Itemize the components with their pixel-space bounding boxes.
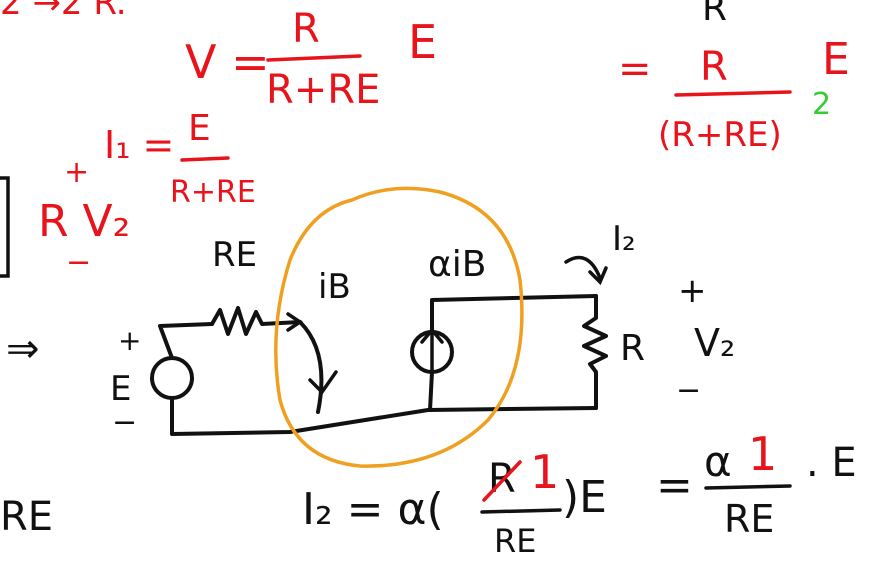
v2-minus: − xyxy=(676,373,701,408)
bottom-cross-out xyxy=(482,460,522,502)
bottom-denominator-2: RE xyxy=(724,497,774,541)
voltage-divider-equation: V = R R+RE E xyxy=(185,6,437,113)
voltage-source-symbol xyxy=(150,356,194,400)
bottom-tail: . E xyxy=(806,440,857,486)
current-fraction-bar xyxy=(180,156,230,162)
v2-label: V₂ xyxy=(694,321,735,365)
top-right-squared: 2 xyxy=(812,87,831,122)
ib-label: iB xyxy=(318,267,351,307)
i2-label: I₂ xyxy=(612,219,636,259)
wire-base-loop xyxy=(298,320,324,414)
i2-arrow xyxy=(564,255,608,286)
current-denominator: R+RE xyxy=(170,175,256,210)
ib-arrow-head xyxy=(308,370,338,395)
source-label: E xyxy=(110,369,131,409)
power-equation: R = R (R+RE) 2 E xyxy=(618,0,850,155)
source-plus: + xyxy=(118,324,141,357)
top-right-r: R xyxy=(702,0,727,29)
top-right-numerator: R xyxy=(700,44,728,90)
left-plus: + xyxy=(64,155,89,190)
bottom-fraction-bar-2 xyxy=(704,484,792,490)
highlight-circle xyxy=(274,186,524,468)
top-right-factor: E xyxy=(822,34,850,85)
voltage-fraction-bar xyxy=(266,54,362,62)
bottom-alpha: α xyxy=(704,437,732,486)
voltage-lhs: V = xyxy=(185,35,270,89)
voltage-denominator: R+RE xyxy=(266,67,380,113)
left-rv2: R V₂ xyxy=(38,196,130,247)
r-label: R xyxy=(620,328,645,369)
top-right-equals: = xyxy=(618,46,652,92)
bottom-left-fragment: RE xyxy=(0,494,53,540)
wire-top-right xyxy=(430,294,598,334)
left-bracket xyxy=(0,176,10,278)
wire-bottom xyxy=(170,396,598,436)
left-minus: − xyxy=(66,245,91,280)
top-left-fragment: 2 →2 R. xyxy=(0,0,127,23)
wire-dependent-bottom xyxy=(428,370,434,412)
voltage-factor: E xyxy=(408,15,437,69)
current-equation: I₁ = E R+RE xyxy=(104,108,256,210)
top-right-fraction-bar xyxy=(674,90,792,97)
dependent-source-arrow xyxy=(420,327,444,374)
v2-plus: + xyxy=(678,271,707,311)
wire-source-top xyxy=(158,322,214,360)
bottom-close: )E xyxy=(562,472,607,523)
current-numerator: E xyxy=(188,108,211,149)
bottom-replacement: 1 xyxy=(530,445,559,499)
left-fragment: + R V₂ − xyxy=(0,155,130,280)
transistor-equivalent-circuit: ⇒ + E − RE iB αiB R I₂ + V₂ − xyxy=(6,219,735,440)
top-right-denominator: (R+RE) xyxy=(658,115,782,155)
bottom-lhs: I₂ = α( xyxy=(302,484,444,535)
bottom-denominator: RE xyxy=(494,522,536,560)
re-label: RE xyxy=(212,235,257,275)
implies-arrow: ⇒ xyxy=(6,326,40,372)
bottom-fraction-bar xyxy=(480,508,562,514)
current-lhs: I₁ = xyxy=(104,123,174,167)
voltage-numerator: R xyxy=(292,6,320,52)
re-resistor-symbol xyxy=(210,306,302,336)
output-current-equation: RE I₂ = α( R 1 RE )E = α 1 RE . E xyxy=(0,427,857,560)
bottom-equals: = xyxy=(656,460,693,511)
dependent-source-label: αiB xyxy=(428,244,486,285)
source-minus: − xyxy=(112,405,137,440)
r-resistor-symbol xyxy=(582,294,608,410)
bottom-numerator: 1 xyxy=(748,427,777,481)
